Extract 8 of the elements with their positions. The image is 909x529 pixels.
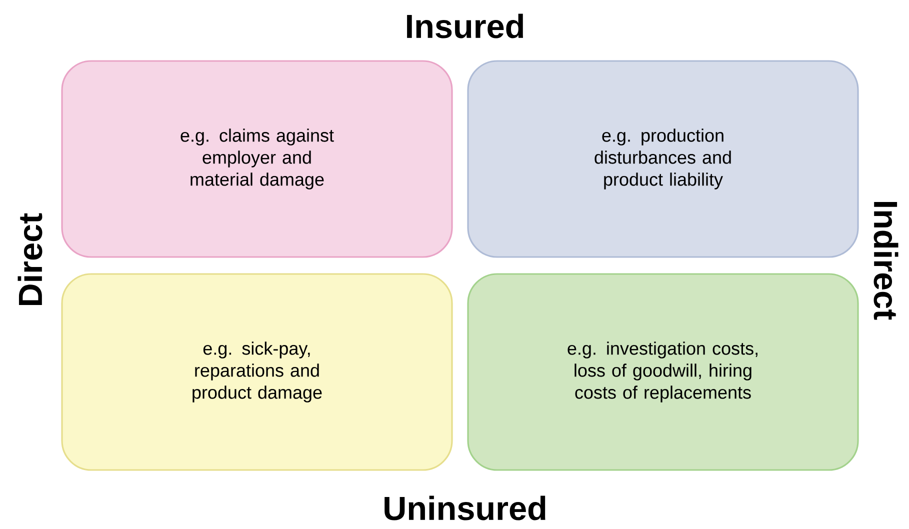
axis-label: Uninsured <box>384 496 546 520</box>
text-box: e.g. claims against employer and material damage <box>61 60 453 258</box>
text-box: e.g. production disturbances and product liability <box>467 60 859 258</box>
axis-label: Indirect <box>874 202 898 320</box>
axis-label: Insured <box>407 14 524 38</box>
axis-label: Direct <box>18 213 42 305</box>
text-box: e.g. investigation costs, loss of goodwill, hiring costs of replacements <box>467 273 859 471</box>
text-box: e.g. sick-pay, reparations and product damage <box>61 273 453 471</box>
